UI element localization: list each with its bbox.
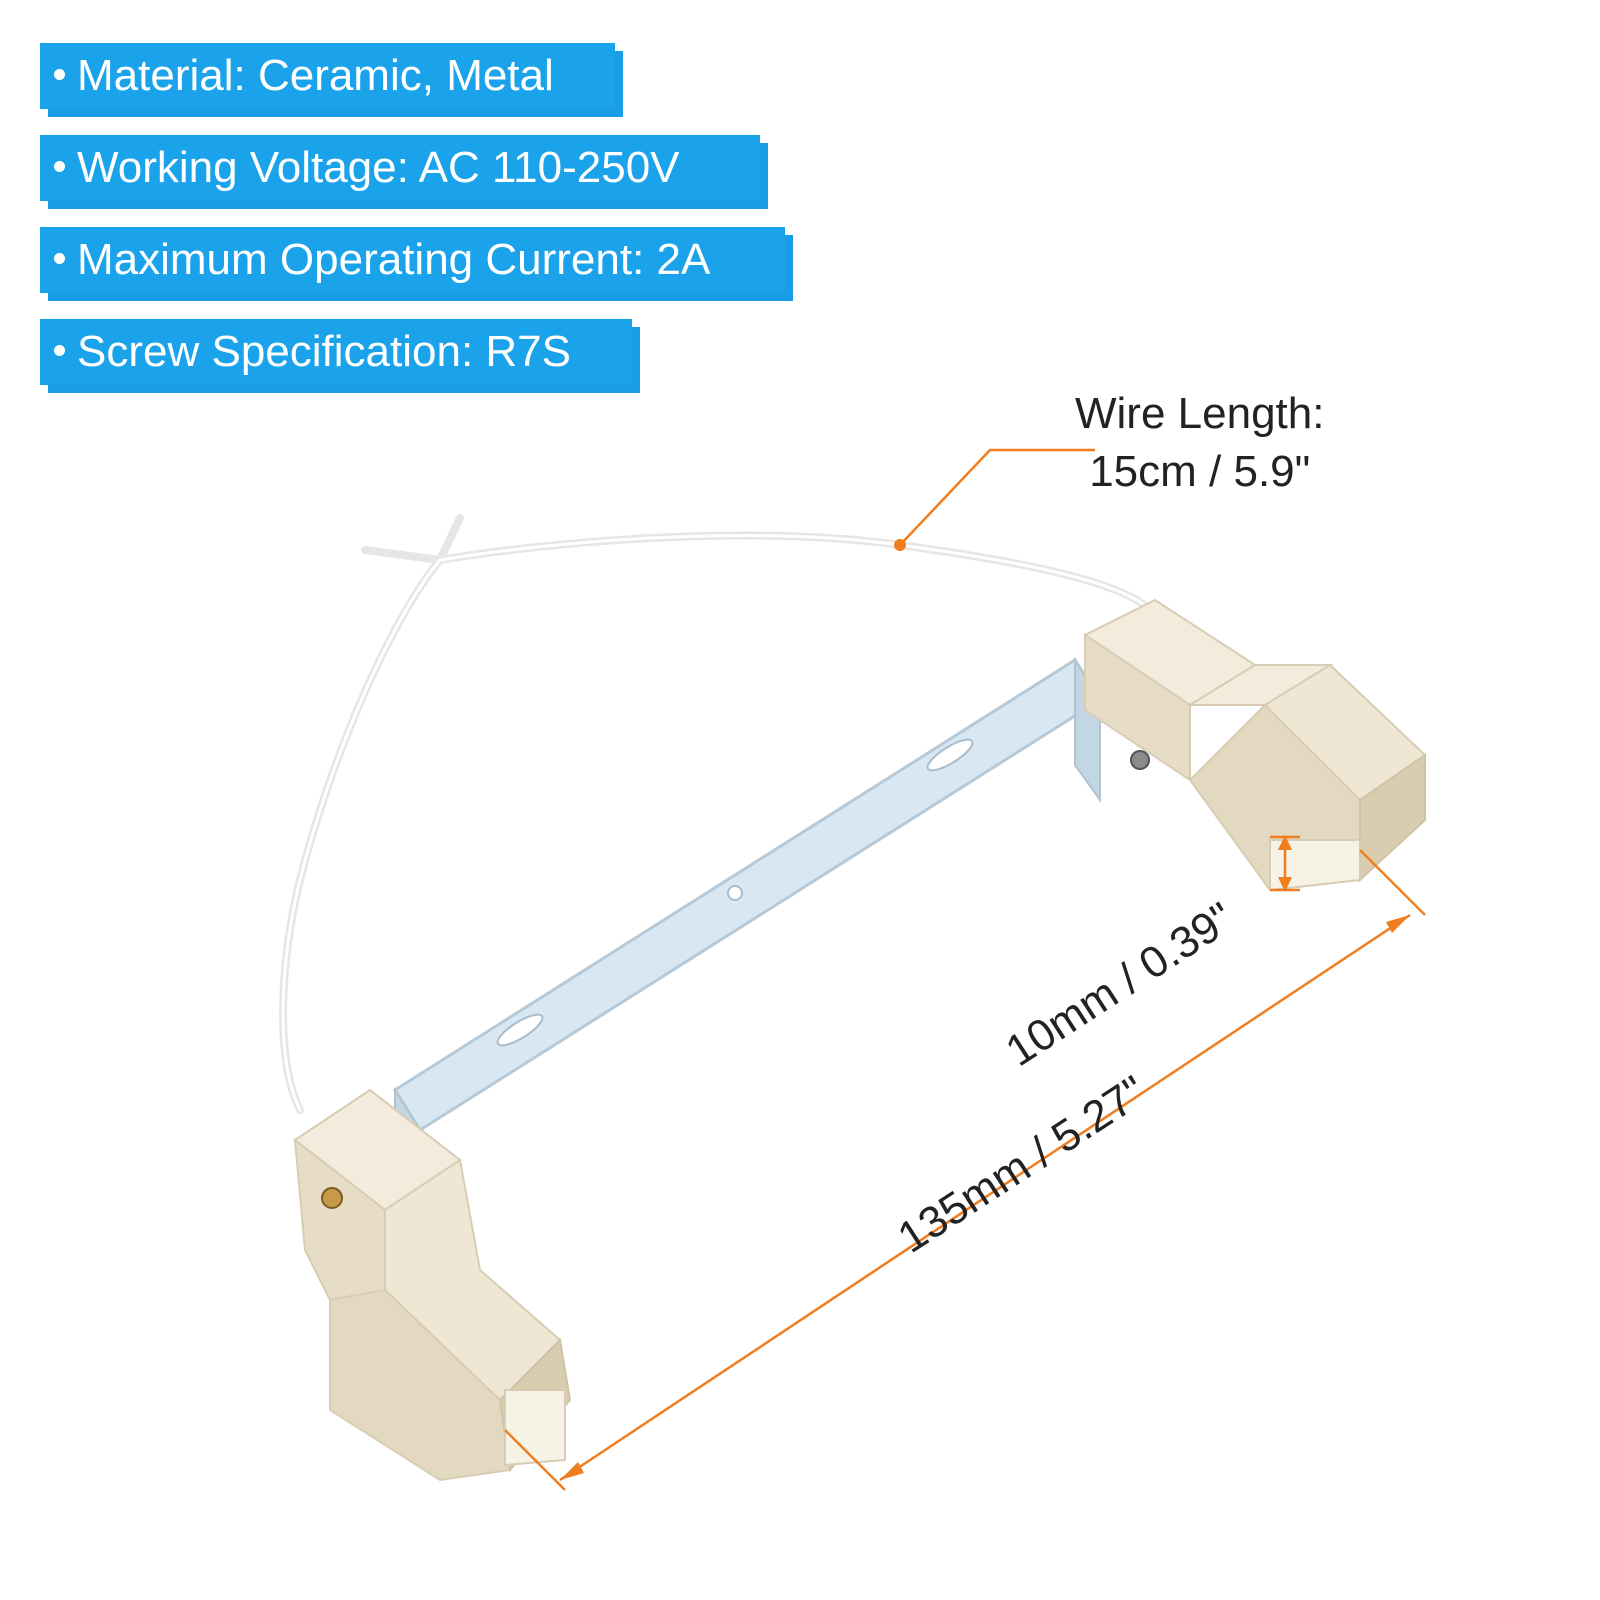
bullet-icon [54,160,65,172]
wire-leader-dot [894,539,906,551]
wire-length-line1: Wire Length: [1075,389,1325,438]
bullet-icon [54,252,65,264]
bullet-icon [54,344,65,356]
spec-label: Screw Specification: R7S [77,327,571,376]
spec-current: Maximum Operating Current: 2A [40,227,793,301]
spec-label: Material: Ceramic, Metal [77,51,554,100]
wire-length-label: Wire Length: 15cm / 5.9" [1075,385,1324,501]
arrow-icon [1278,877,1292,892]
arrow-icon [560,1462,584,1480]
spec-label: Working Voltage: AC 110-250V [77,143,680,192]
spec-screw: Screw Specification: R7S [40,319,640,393]
spec-voltage: Working Voltage: AC 110-250V [40,135,768,209]
wire-length-leader [899,448,1095,546]
lamp-holder-right [1083,598,1427,892]
wire-length-line2: 15cm / 5.9" [1089,447,1311,496]
spec-label: Maximum Operating Current: 2A [77,235,711,284]
dimension-lines [504,448,1426,1491]
lamp-holder-left [293,1088,572,1482]
length-dimension-line [559,913,1411,1482]
bullet-icon [54,68,65,80]
spec-material: Material: Ceramic, Metal [40,43,623,117]
metal-bracket [392,656,1103,1214]
arrow-icon [1278,835,1292,850]
spec-list: Material: Ceramic, Metal Working Voltage… [40,43,793,411]
arrow-icon [1386,915,1410,933]
